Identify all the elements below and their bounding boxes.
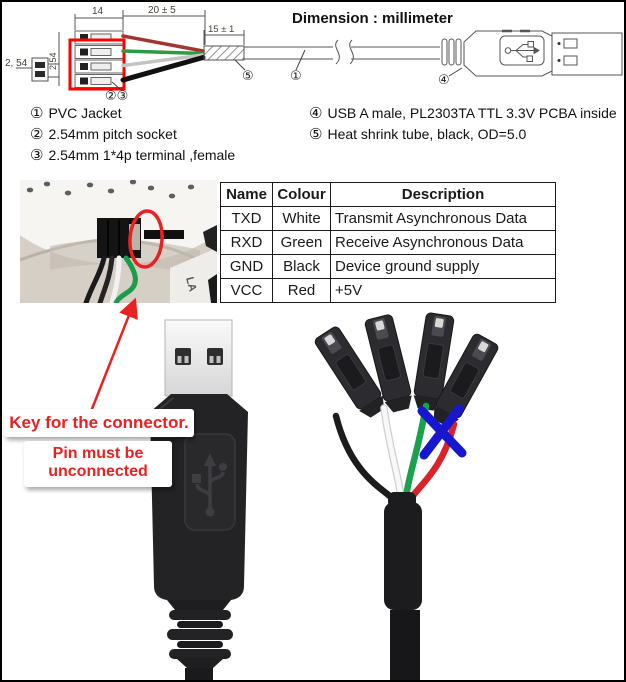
note-num: ④ <box>309 105 323 122</box>
pin-table-header-row: Name Colour Description <box>220 182 556 207</box>
key-note-label: Key for the connector. <box>4 409 194 437</box>
pin-note-label: Pin must be unconnected <box>24 441 172 487</box>
header-name: Name <box>220 182 273 207</box>
cell-name: TXD <box>220 206 273 231</box>
note-text: 2.54mm pitch socket <box>48 126 177 142</box>
key-highlight-ellipse <box>128 209 164 269</box>
callout-socket-terminal: ②③ <box>105 88 128 103</box>
table-row-rxd: RXD Green Receive Asynchronous Data <box>220 230 556 255</box>
device-connection-photo: LA <box>20 180 217 303</box>
technical-drawing: Dimension : millimeter 2, 54 2.54 <box>5 5 623 103</box>
note-text: USB A male, PL2303TA TTL 3.3V PCBA insid… <box>327 105 617 121</box>
molded-usb-trident-icon <box>192 453 227 517</box>
cell-description: +5V <box>330 278 556 303</box>
device-slot <box>144 230 184 239</box>
drawing-wires <box>120 34 206 83</box>
jumper-housings <box>314 312 499 428</box>
cell-colour: Green <box>272 230 331 255</box>
strain-relief <box>167 600 233 668</box>
callout-tube: ⑤ <box>242 68 254 83</box>
table-row-vcc: VCC Red +5V <box>220 278 556 303</box>
note-text: PVC Jacket <box>48 105 122 121</box>
device-label <box>170 248 217 303</box>
dim-pitch-label: 2, 54 <box>5 58 28 69</box>
blue-x-mark <box>417 404 467 460</box>
cell-description: Receive Asynchronous Data <box>330 230 556 255</box>
dimension-lines <box>74 10 245 45</box>
jumper-connectors-photo <box>314 312 499 680</box>
note-num: ⑤ <box>309 126 323 143</box>
note-num: ③ <box>30 147 44 164</box>
cell-colour: Red <box>272 278 331 303</box>
drawing-title: Dimension : millimeter <box>292 10 453 27</box>
cell-description: Device ground supply <box>330 254 556 279</box>
usb-drawing <box>441 29 623 77</box>
cell-name: GND <box>220 254 273 279</box>
heat-shrink-tube <box>384 502 422 610</box>
callout-usb: ④ <box>438 72 450 87</box>
pin-note-line2: unconnected <box>48 463 148 480</box>
dim-wire-label: 20 ± 5 <box>148 5 176 16</box>
pin-note-line1: Pin must be <box>52 445 144 462</box>
callout-jacket: ① <box>290 68 302 83</box>
note-num: ② <box>30 126 44 143</box>
usb-connector-photo <box>150 319 248 680</box>
note-text: 2.54mm 1*4p terminal ,female <box>48 147 236 163</box>
dim-tube-label: 15 ± 1 <box>208 24 234 35</box>
cell-name: RXD <box>220 230 273 255</box>
vent-holes <box>26 180 195 199</box>
connector-side-view <box>16 32 60 86</box>
usb-cable <box>185 668 213 680</box>
jumper-cable <box>390 610 420 680</box>
callout-leaders <box>111 49 463 91</box>
wire-black <box>332 412 396 502</box>
red-arrow <box>88 297 138 415</box>
usb-trident-icon <box>504 41 540 62</box>
note-text: Heat shrink tube, black, OD=5.0 <box>327 126 527 142</box>
cell-colour: Black <box>272 254 331 279</box>
pin-table: Name Colour Description TXD White Transm… <box>220 182 556 303</box>
dim-width-label: 14 <box>92 6 104 17</box>
device-label-text: LA <box>183 276 198 293</box>
wire-white <box>381 405 404 501</box>
dim-pitch-vertical-label: 2.54 <box>48 52 58 70</box>
cable-drawing <box>244 39 440 65</box>
wire-green <box>402 402 430 502</box>
heat-shrink-drawing <box>203 45 245 61</box>
cell-name: VCC <box>220 278 273 303</box>
key-empty-position <box>129 224 140 250</box>
header-description: Description <box>330 182 556 207</box>
table-row-gnd: GND Black Device ground supply <box>220 254 556 279</box>
header-colour: Colour <box>272 182 331 207</box>
photo-wires <box>83 255 138 303</box>
cell-description: Transmit Asynchronous Data <box>330 206 556 231</box>
table-row-txd: TXD White Transmit Asynchronous Data <box>220 206 556 231</box>
note-num: ① <box>30 105 44 122</box>
cell-colour: White <box>272 206 331 231</box>
